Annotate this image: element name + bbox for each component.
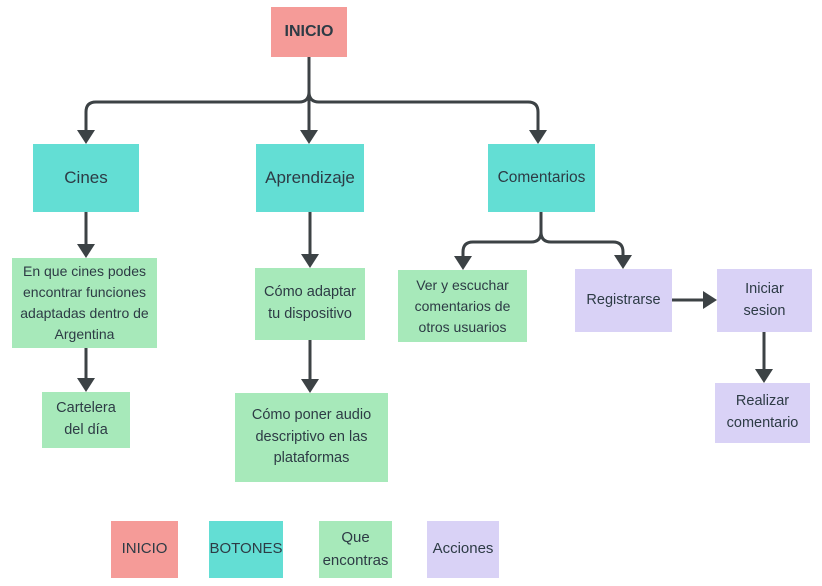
edge-inicio-cines <box>77 55 311 144</box>
node-audio-descriptivo: Cómo poner audio descriptivo en las plat… <box>235 393 388 482</box>
edge-inicio-comentarios <box>307 55 547 144</box>
legend-acciones-label: Acciones <box>432 540 494 558</box>
node-registrarse-label: Registrarse <box>586 291 661 308</box>
node-ver-escuchar-label: Ver y escuchar comentarios de otros usua… <box>414 276 511 335</box>
legend-que-encontras-label: Que encontras <box>322 529 389 569</box>
node-ver-escuchar: Ver y escuchar comentarios de otros usua… <box>398 270 527 342</box>
node-adaptar-dispositivo: Cómo adaptar tu dispositivo <box>255 268 365 340</box>
node-cines-info-label: En que cines podes encontrar funciones a… <box>20 263 149 342</box>
node-inicio: INICIO <box>271 7 347 57</box>
node-aprendizaje-label: Aprendizaje <box>265 168 355 188</box>
node-cartelera-label: Cartelera del día <box>56 400 116 438</box>
legend-botones: BOTONES <box>209 521 283 578</box>
node-realizar-comentario-label: Realizar comentario <box>726 393 799 431</box>
legend-inicio: INICIO <box>111 521 178 578</box>
node-inicio-label: INICIO <box>284 23 334 40</box>
node-realizar-comentario: Realizar comentario <box>715 383 810 443</box>
node-comentarios-label: Comentarios <box>497 169 586 187</box>
node-cines-label: Cines <box>64 168 108 188</box>
node-cines-info: En que cines podes encontrar funciones a… <box>12 258 157 348</box>
node-aprendizaje: Aprendizaje <box>256 144 364 212</box>
node-adaptar-dispositivo-label: Cómo adaptar tu dispositivo <box>264 284 356 322</box>
edge-comentarios-registrarse <box>539 210 632 269</box>
legend-que-encontras: Que encontras <box>319 521 392 578</box>
edge-comentarios-verescuchar <box>454 210 543 270</box>
legend-inicio-label: INICIO <box>121 540 168 558</box>
node-cartelera: Cartelera del día <box>42 392 130 448</box>
node-cines: Cines <box>33 144 139 212</box>
legend-botones-label: BOTONES <box>209 540 283 558</box>
node-registrarse: Registrarse <box>575 269 672 332</box>
legend-acciones: Acciones <box>427 521 499 578</box>
node-iniciar-sesion: Iniciar sesion <box>717 269 812 332</box>
node-iniciar-sesion-label: Iniciar sesion <box>743 280 786 319</box>
node-comentarios: Comentarios <box>488 144 595 212</box>
node-audio-descriptivo-label: Cómo poner audio descriptivo en las plat… <box>251 406 372 467</box>
